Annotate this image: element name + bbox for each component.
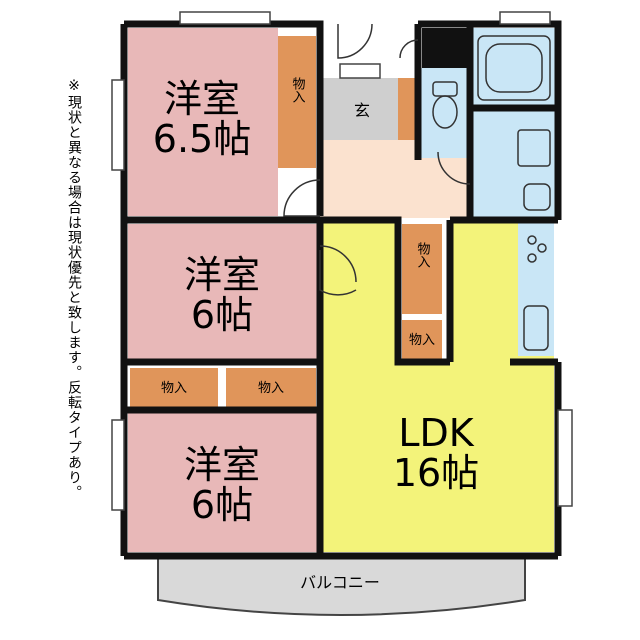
washroom-area [472,108,556,218]
genkan-area [320,78,398,140]
closet-ldk-1 [402,224,442,314]
closet-ldk-2 [402,320,442,360]
ldk-size: 16帖 [393,451,479,495]
ldk-name: LDK [398,411,474,455]
entrance-label: 玄 [354,101,370,120]
closet-mid-1-label: 物入 [161,381,187,396]
room2-size: 6帖 [191,293,253,337]
room2-area [128,224,318,360]
room3-size: 6帖 [191,483,253,527]
dark-shaft [422,28,468,68]
room3-name: 洋室 [184,443,260,487]
closet-mid-2 [226,368,316,408]
balcony [157,557,526,616]
room1-area [128,28,278,216]
bath-area [472,28,556,108]
closet-ldk-2-label: 物入 [409,333,435,348]
closet-mid-1 [130,368,218,408]
room3-area [128,412,318,552]
closet-1 [278,36,316,168]
disclaimer-note: ※現状と異なる場合は現状優先と致します。反転タイプあり。 [66,78,82,500]
room1-size: 6.5帖 [153,117,251,161]
balcony-label: バルコニー [300,573,380,592]
closet-mid-2-label: 物入 [258,381,284,396]
toilet-area [420,68,470,158]
windows [111,11,573,511]
doors [283,23,471,296]
closet-1-label: 物入 [290,77,306,103]
closet-ldk-1-label: 物入 [415,242,431,268]
fixtures [432,35,551,351]
room2-name: 洋室 [184,253,260,297]
room1-name: 洋室 [164,77,240,121]
